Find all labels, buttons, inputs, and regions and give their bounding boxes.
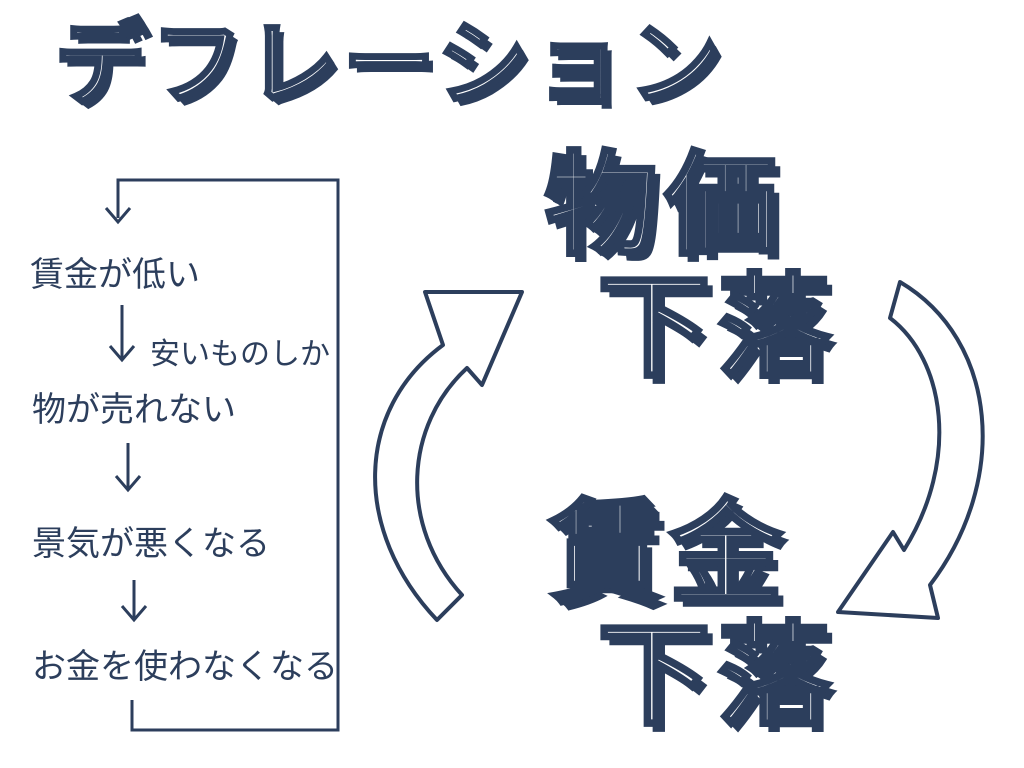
price-label-line1: 物価 [543,141,785,271]
down-arrow-2 [114,443,142,493]
flow-step-wage-low: 賃金が低い [30,255,200,295]
price-label-line2: 下落 [596,263,838,393]
flow-note-cheap-only: 安いものしか [150,337,330,372]
loop-connector [116,178,340,732]
arrow-head-top [104,207,132,225]
down-arrow-3 [120,580,148,623]
flow-step-stop-spending: お金を使わなくなる [32,647,338,687]
wage-label-line1: 賃金 [548,489,790,619]
wage-label-line2: 下落 [596,611,838,741]
flow-step-economy-worsens: 景気が悪くなる [32,524,270,564]
cycle-arrow-down [836,280,985,620]
page-title: デフレーション [53,9,726,120]
down-arrow-1 [108,305,136,363]
flow-step-goods-not-sell: 物が売れない [32,390,236,430]
cycle-arrow-up [373,290,524,622]
